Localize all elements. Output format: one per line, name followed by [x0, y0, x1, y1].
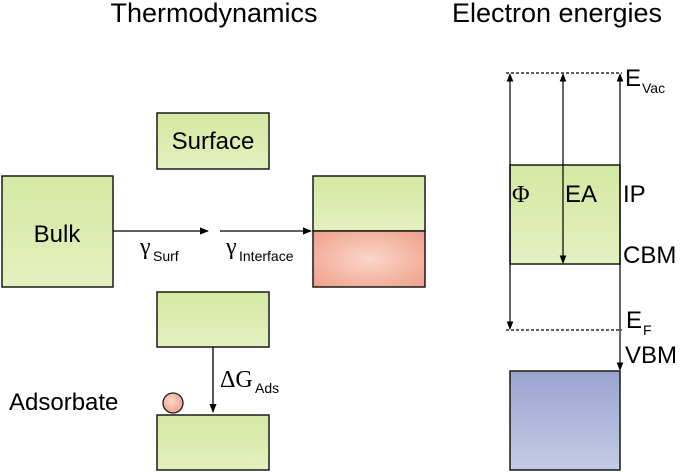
adsorbed-surface-box: [156, 414, 270, 471]
bulk-box: [1, 175, 114, 288]
valence-band-box: [509, 370, 621, 471]
phi-label: Φ: [512, 182, 530, 208]
e-vac-symbol: E: [625, 65, 641, 92]
interface-top-box: [312, 175, 426, 232]
delta-g-symbol: ΔG: [220, 367, 253, 393]
gamma-interface-symbol: γ: [225, 234, 237, 260]
delta-g-subscript: Ads: [255, 380, 279, 396]
interface-bottom-box: [312, 230, 426, 288]
e-f-subscript: F: [643, 322, 652, 338]
adsorbate-circle: [162, 392, 184, 414]
gamma-interface-subscript: Interface: [239, 248, 294, 264]
surface-box: [156, 112, 270, 170]
conduction-band-box: [509, 164, 621, 265]
adsorption-surface-box: [156, 291, 270, 348]
gamma-surf-subscript: Surf: [153, 248, 179, 264]
title-electron-energies: Electron energies: [452, 0, 662, 28]
ip-label: IP: [623, 181, 646, 208]
cbm-label: CBM: [623, 242, 676, 269]
gamma-surf-symbol: γ: [139, 234, 151, 260]
adsorbate-label: Adsorbate: [9, 389, 118, 416]
surface-label: Surface: [172, 128, 255, 155]
vbm-label: VBM: [625, 342, 677, 369]
title-thermodynamics: Thermodynamics: [110, 0, 317, 28]
ea-label: EA: [565, 181, 597, 208]
e-f-symbol: E: [626, 307, 642, 334]
bulk-label: Bulk: [34, 221, 82, 248]
e-vac-subscript: Vac: [642, 80, 665, 96]
